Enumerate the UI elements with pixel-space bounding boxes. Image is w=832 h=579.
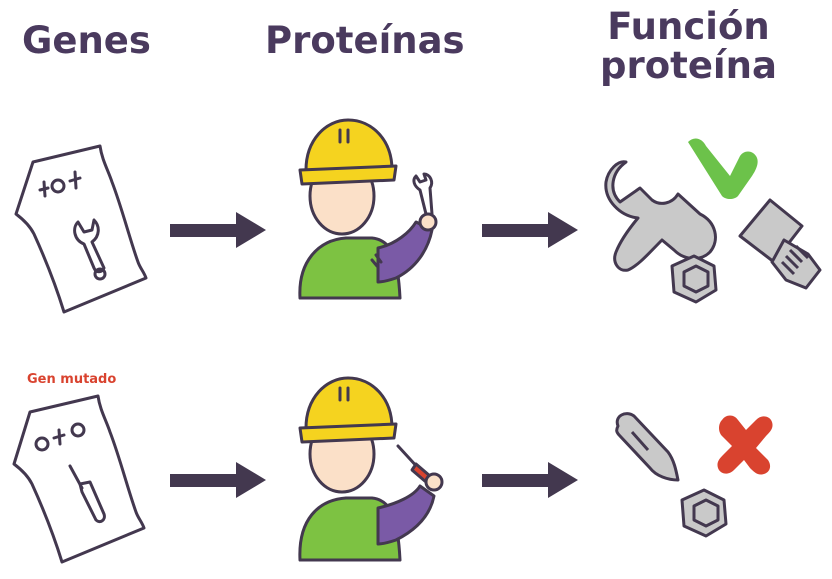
wrench-icon <box>604 160 717 272</box>
column-title-proteins: Proteínas <box>265 19 465 62</box>
wrench-icon <box>73 218 107 281</box>
document-icon <box>12 394 146 564</box>
column-title-function-line1: Función <box>607 5 770 48</box>
check-icon <box>688 138 758 199</box>
arrow-icon <box>482 462 578 498</box>
column-title-function-line2: proteína <box>600 43 777 87</box>
arrow-icon <box>170 212 266 248</box>
column-title-function: Función proteína <box>600 5 777 87</box>
arrow-icon <box>482 212 578 248</box>
screwdriver-icon <box>615 412 680 482</box>
bolt-icon <box>738 198 822 290</box>
screwdriver-icon <box>68 464 106 524</box>
column-title-genes: Genes <box>22 19 151 62</box>
worker-icon <box>298 376 444 562</box>
nut-icon <box>670 254 718 304</box>
nut-icon <box>680 488 728 538</box>
cross-icon <box>717 415 773 475</box>
arrow-icon <box>170 462 266 498</box>
mutated-gene-label: Gen mutado <box>27 372 117 387</box>
worker-icon <box>298 118 438 300</box>
